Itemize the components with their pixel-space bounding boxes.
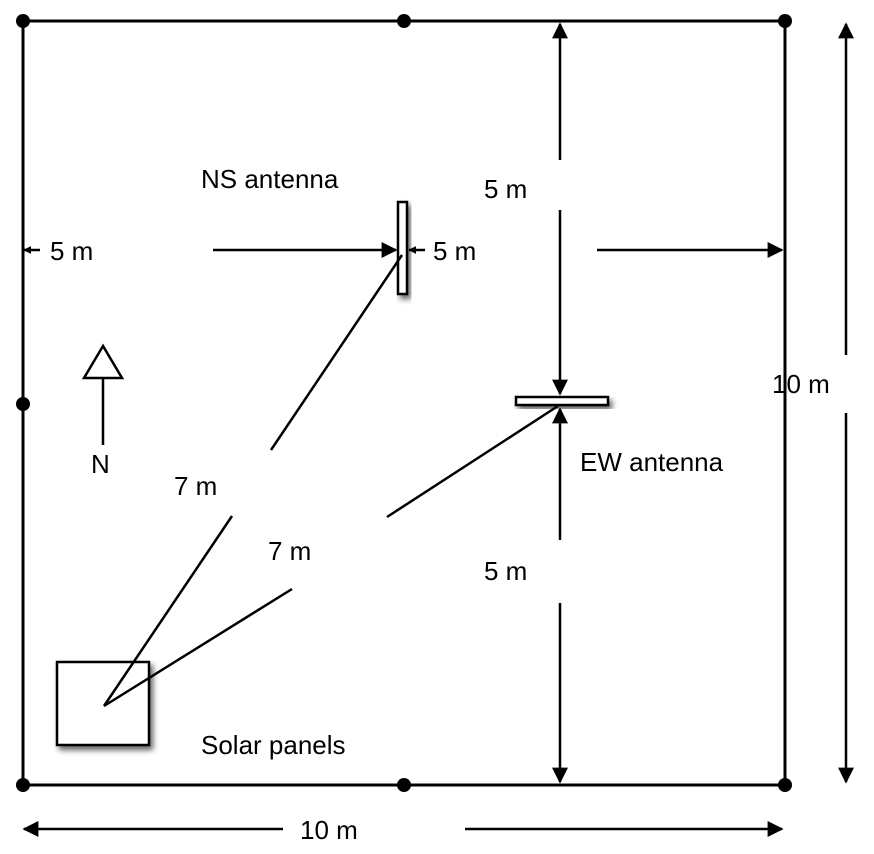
ew-distance-7m-label: 7 m xyxy=(268,536,311,566)
left-5m-label: 5 m xyxy=(50,236,93,266)
ew-antenna-label: EW antenna xyxy=(580,447,724,477)
post-top-right xyxy=(778,14,792,28)
height-10m-label: 10 m xyxy=(772,369,830,399)
north-arrow: N xyxy=(81,343,125,479)
width-10m-label: 10 m xyxy=(300,815,358,845)
north-label: N xyxy=(91,449,110,479)
post-top-middle xyxy=(397,14,411,28)
ns-distance-7m-label: 7 m xyxy=(174,471,217,501)
cable-to-ns-lower xyxy=(102,515,234,707)
ns-antenna xyxy=(396,200,409,296)
north-arrow-head xyxy=(81,343,125,380)
cable-to-ns-upper xyxy=(269,254,404,451)
post-bottom-right xyxy=(778,778,792,792)
boundary-posts xyxy=(16,14,792,792)
cable-to-ew-upper xyxy=(386,404,559,519)
bottom-5m-label: 5 m xyxy=(484,556,527,586)
post-top-left xyxy=(16,14,30,28)
ew-antenna xyxy=(514,395,610,407)
post-bottom-left xyxy=(16,778,30,792)
solar-panels-label: Solar panels xyxy=(201,730,346,760)
top-5m-label: 5 m xyxy=(484,174,527,204)
solar-panels xyxy=(55,660,151,747)
cable-to-ew-lower xyxy=(103,587,293,708)
post-bottom-middle xyxy=(397,778,411,792)
post-left-middle xyxy=(16,397,30,411)
ns-right-5m-label: 5 m xyxy=(433,236,476,266)
ns-antenna-label: NS antenna xyxy=(201,164,339,194)
